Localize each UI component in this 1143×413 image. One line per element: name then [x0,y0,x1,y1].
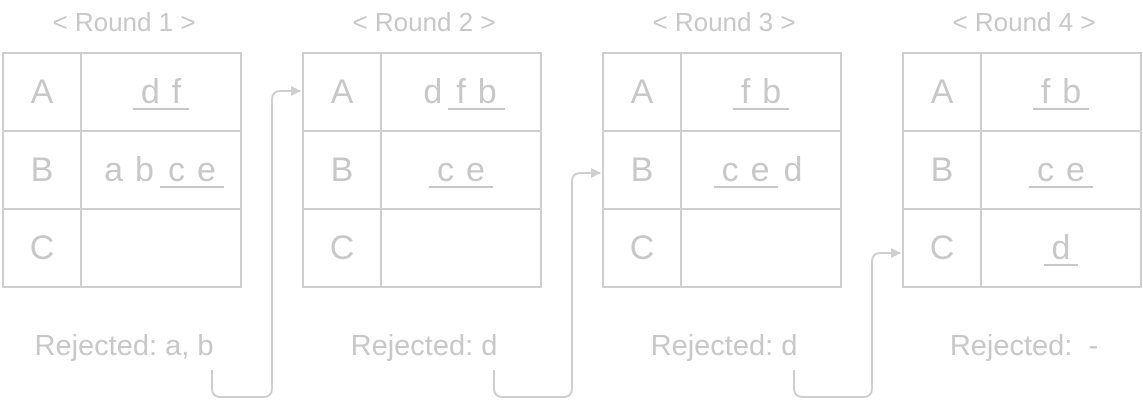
underlined-token: e [1066,150,1085,189]
row-key: A [602,52,682,132]
plain-token: d [423,72,443,111]
underlined-token: e [750,150,770,189]
underlined-token: e [196,150,216,189]
underlined-token: f [171,72,182,111]
row-key: B [2,130,82,210]
round-1-title: < Round 1 > [52,7,196,37]
row-values [380,208,542,288]
connector-arrow-3-to-4 [793,248,901,398]
plain-token: d [783,150,803,189]
underlined-token: b [762,72,782,111]
round-4-rejected: Rejected: - [949,330,1099,362]
row-key: C [602,208,682,288]
underlined-token: c [437,150,455,189]
row-key: B [602,130,682,210]
underlined-token: e [466,150,485,189]
row-values [80,208,242,288]
plain-token: b [135,150,154,189]
underlined-token: f [740,72,751,111]
underlined-token-group: d [1043,228,1079,267]
round-4-row-c: C d [902,208,1142,288]
row-key: B [902,130,982,210]
row-key: C [302,208,382,288]
row-values: d [980,208,1142,288]
row-key: C [2,208,82,288]
plain-token: a [104,150,124,189]
row-key: C [902,208,982,288]
round-3-title: < Round 3 > [652,7,796,37]
underlined-token: b [477,72,497,111]
underlined-token: c [1037,150,1055,189]
round-2-rejected: Rejected: d [350,330,498,362]
round-1-row-c: C [2,208,242,288]
row-key: B [302,130,382,210]
round-3-rejected: Rejected: d [650,330,798,362]
underlined-token: f [1040,72,1051,111]
round-1-rejected: Rejected: a, b [34,330,214,362]
underlined-token: d [140,72,160,111]
row-key: A [902,52,982,132]
underlined-token: c [167,150,185,189]
underlined-token: f [456,72,466,111]
row-values [680,208,842,288]
round-2-row-c: C [302,208,542,288]
connector-arrow-1-to-2 [211,86,301,398]
round-2-title: < Round 2 > [352,7,496,37]
connector-arrow-2-to-3 [493,168,601,398]
row-key: A [302,52,382,132]
row-key: A [2,52,82,132]
underlined-token: c [721,150,739,189]
round-4-title: < Round 4 > [952,7,1096,37]
underlined-token: b [1062,72,1082,111]
round-3-row-c: C [602,208,842,288]
underlined-token: d [1051,228,1071,267]
